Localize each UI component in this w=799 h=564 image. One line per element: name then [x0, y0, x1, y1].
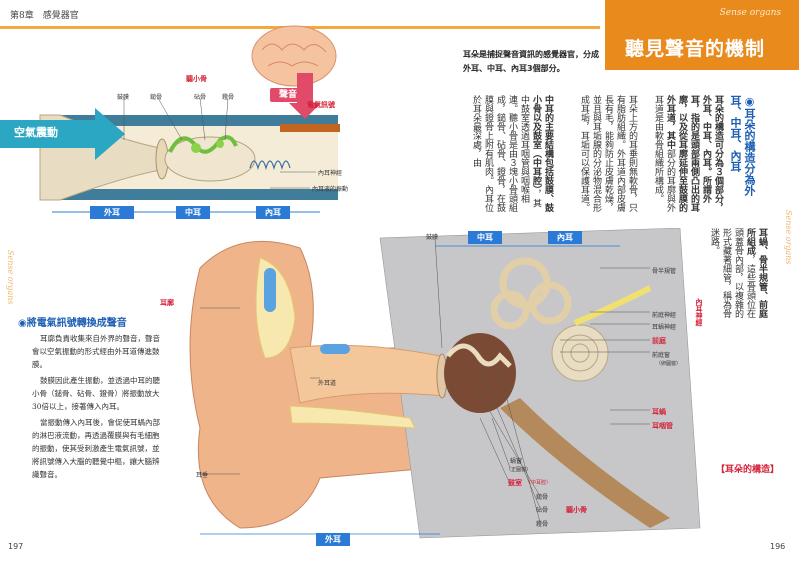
left-paragraph-2: 鼓膜因此產生振動，並透過中耳的聽小骨（鎚骨、砧骨、鐙骨）將振動放大30倍以上，接… [32, 376, 160, 411]
label-sound: 聲音 [270, 88, 306, 102]
big-label-malleus: 鎚骨 [536, 494, 549, 501]
small-ear-diagram [0, 25, 340, 213]
chapter-header: 第8章 感覺器官 [10, 11, 79, 21]
tab-middle-small: 中耳 [176, 206, 210, 219]
big-label-pinna: 耳廓 [160, 299, 174, 307]
big-label-inner-nerve: 內耳神經 [695, 298, 703, 326]
tab-middle-big: 中耳 [468, 231, 502, 244]
diagram-caption: 【耳朵的構造】 [716, 465, 780, 475]
label-inner-nerve: 內耳神經 [318, 170, 343, 177]
tab-inner-small: 內耳 [256, 206, 290, 219]
left-section-heading: ◉將電氣訊號轉換成聲音 [18, 318, 127, 329]
intro-text: 耳朵是捕捉聲音資訊的感覺器官，分成外耳、中耳、內耳3個部分。 [463, 50, 599, 73]
left-paragraph-1: 耳廓負責收集來自外界的聲音，聲音會以空氣振動的形式經由外耳道傳進鼓膜。 [32, 334, 160, 369]
tab-outer-big: 外耳 [316, 533, 350, 546]
label-air-vibration: 空氣震動 [14, 126, 58, 139]
right-col-3-text: ，其中鼓室透過耳咽管與咽喉相連。聽小骨是由３塊小骨頭組成，鎚骨、砧骨、鐙骨，在鼓… [471, 95, 541, 212]
big-label-stapes: 鐙骨 [536, 521, 549, 528]
right-col-2: 耳朵上方的耳垂則無軟骨，只有脂肪組織。外耳道內部皮膚長有毛，能夠防止皮膚乾燥，並… [579, 95, 637, 212]
big-label-round-window-sub: （正圓窗） [506, 467, 532, 473]
brain-icon [251, 25, 337, 87]
right-col-1: 耳朵的構造可分為３個部分，外耳、中耳、內耳。所謂外耳，指的是頭部兩側凸出的耳廓，… [642, 95, 724, 215]
tab-outer-small: 外耳 [90, 206, 134, 219]
right-col-3: 中耳的主要結構包括鼓膜、鼓小骨以及鼓室（中耳腔），其中鼓室透過耳咽管與咽喉相連。… [442, 95, 554, 215]
big-label-incus: 砧骨 [536, 507, 549, 514]
big-label-canal: 外耳道 [318, 380, 337, 387]
big-label-tympanic-sub: （中耳腔） [526, 480, 552, 486]
title-english: Sense organs [719, 8, 781, 18]
label-incus: 砧骨 [194, 94, 207, 101]
tab-inner-big: 內耳 [548, 231, 582, 244]
big-label-eustachian: 耳咽管 [652, 422, 673, 430]
page-number-left: 197 [8, 542, 24, 551]
big-label-ossicles: 聽小骨 [566, 506, 587, 514]
big-label-cochlea: 耳蝸 [652, 408, 666, 416]
right-section-heading: ◉耳朵的構造分為外耳、中耳、內耳 [729, 95, 756, 196]
page-number-right: 196 [770, 542, 786, 551]
big-label-tympanic: 鼓室 [508, 479, 522, 487]
right-col-4: 耳蝸、骨半規管、前庭所組成，這些骨頭位在頭蓋骨內部，以複雜的形式藏著細管，稱為骨… [709, 228, 768, 323]
side-label-left: Sense organs [6, 250, 15, 305]
right-col-3-bold: 中耳的主要結構包括鼓膜、鼓小骨以及鼓室（中耳腔） [531, 95, 553, 212]
label-lymph-vibration: 內耳液的振動 [312, 186, 349, 193]
right-col-4-bold: 耳蝸、骨半規管、前庭所組成 [745, 228, 767, 318]
right-col-4-text: ，這些骨頭位在頭蓋骨內部，以複雜的形式藏著細管，稱為骨迷路。 [709, 228, 755, 318]
label-stapes: 鐙骨 [222, 94, 235, 101]
big-label-eardrum: 鼓膜 [426, 234, 439, 241]
big-label-oval-window: 前庭窗 [652, 352, 671, 359]
big-label-cochlear-nerve: 耳蝸神經 [652, 324, 677, 331]
label-electric-signal: 電氣訊號 [307, 101, 335, 109]
right-col-1-text: 部分的耳廓與外耳道是由軟骨組織所構成。 [653, 95, 675, 212]
label-eardrum: 鼓膜 [117, 94, 130, 101]
big-label-lobe: 耳垂 [196, 472, 209, 479]
label-ossicles: 聽小骨 [186, 75, 207, 83]
big-label-vestibular-nerve: 前庭神經 [652, 312, 677, 319]
left-paragraph-3: 當振動傳入內耳後，會促使耳蝸內部的淋巴液流動，再透過覆膜與有毛細胞的振動，使其受… [32, 418, 160, 479]
big-label-vestibule: 前庭 [652, 337, 666, 345]
big-label-semicircular: 骨半規管 [652, 268, 677, 275]
air-vibration-arrow [0, 108, 125, 160]
title-box: Sense organs 聽見聲音的機制 [605, 0, 799, 70]
right-col-1-bold: 耳朵的構造可分為３個部分，外耳、中耳、內耳。所謂外耳，指的是頭部兩側凸出的耳廓，… [665, 95, 723, 212]
large-ear-diagram [189, 228, 701, 539]
page-title: 聽見聲音的機制 [625, 38, 766, 60]
big-label-round-window: 蝸窗 [510, 458, 523, 465]
side-label-right: Sense organs [784, 210, 793, 265]
label-malleus: 鎚骨 [150, 94, 163, 101]
big-label-oval-window-sub: （卵圓窗） [656, 361, 682, 367]
